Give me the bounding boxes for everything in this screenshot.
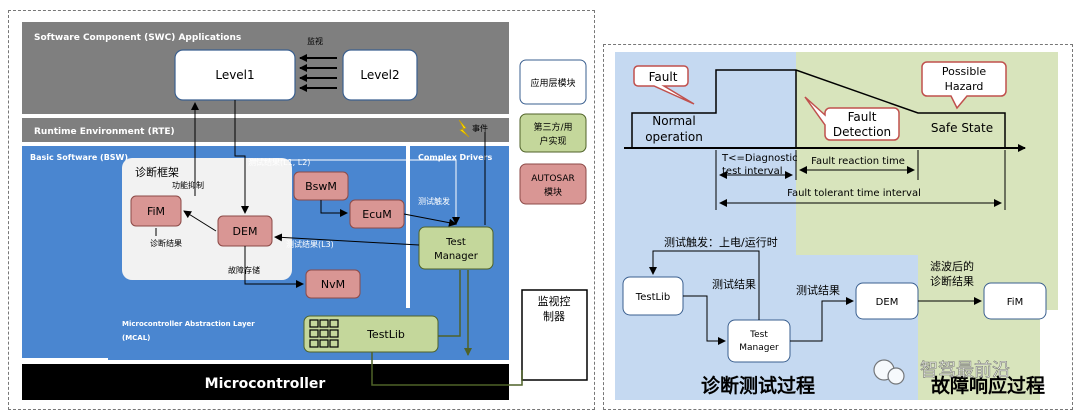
level2-box (342, 49, 418, 101)
normal-operation-line1: Normal (652, 114, 695, 128)
architecture-arrows (155, 100, 486, 288)
legend-autosar-line1: AUTOSAR (531, 174, 575, 184)
nvm-box (305, 269, 361, 299)
level1-label: Level1 (215, 68, 254, 82)
mcal-title-line2: (MCAL) (122, 334, 150, 342)
diag-interval-line2: test interval (722, 166, 783, 177)
fault-label: Fault (649, 70, 678, 84)
legend-third-party-line2: 户实现 (539, 135, 566, 147)
diag-process-title: 诊断测试过程 (701, 374, 815, 397)
diag-interval-line1: T<=Diagnostic (721, 153, 798, 164)
fim-label: FiM (147, 205, 165, 218)
test-result-label-2: 测试结果 (796, 284, 840, 297)
legend-app-label: 应用层模块 (530, 77, 575, 89)
fim-node (983, 282, 1047, 320)
swc-title: Software Component (SWC) Applications (34, 33, 241, 43)
safe-state-label: Safe State (931, 121, 993, 135)
fault-reaction-label: Fault reaction time (811, 156, 905, 167)
testlib-label: TestLib (366, 328, 405, 341)
dem-label: DEM (233, 225, 258, 238)
test-manager-line2: Manager (434, 251, 479, 262)
level2-label: Level2 (360, 68, 399, 82)
normal-operation-line2: operation (645, 130, 703, 144)
test-manager-node-line1: Test (749, 330, 768, 340)
legend-app-box (519, 59, 587, 105)
fault-store-label: 故障存储 (228, 265, 260, 275)
fault-process-title: 故障响应过程 (931, 374, 1045, 397)
complex-drivers-title: Complex Drivers (418, 153, 492, 162)
test-result-l3-label: 测试结果(L3) (286, 239, 334, 249)
process-arrows (649, 250, 982, 345)
trigger-label: 测试触发：上电/运行时 (664, 235, 778, 249)
fault-detection-line1: Fault (848, 110, 877, 124)
filtered-result-line1: 滤波后的 (930, 259, 974, 273)
fault-detection-line2: Detection (833, 125, 891, 139)
lightning-icon (458, 119, 470, 138)
legend-third-party-box (519, 113, 587, 153)
rte-title: Runtime Environment (RTE) (34, 127, 175, 137)
testlib-node-label: TestLib (635, 292, 670, 303)
monitor-controller-line1: 监视控 (538, 294, 571, 308)
ecum-label: EcuM (362, 208, 391, 221)
test-manager-box (418, 226, 494, 270)
dem-node-label: DEM (876, 297, 899, 308)
testlib-connectors (371, 270, 523, 386)
fault-detection-callout (804, 96, 900, 141)
diag-framework-title: 诊断框架 (135, 165, 179, 179)
interval-markers (715, 150, 1006, 210)
diag-framework-box (122, 158, 292, 280)
monitor-label: 监视 (307, 36, 323, 46)
fault-callout (633, 65, 695, 105)
test-manager-line1: Test (445, 237, 466, 248)
fim-node-label: FiM (1007, 297, 1023, 308)
process-frame (603, 44, 1073, 410)
test-result-label-1: 测试结果 (712, 278, 756, 291)
monitor-arrows (299, 54, 337, 92)
event-label: 事件 (472, 123, 488, 133)
fim-box (130, 195, 182, 227)
func-inhibit-label: 功能抑制 (172, 180, 204, 190)
rte-layer (22, 118, 509, 142)
microcontroller-layer (22, 364, 509, 400)
bsw-title: Basic Software (BSW) (30, 153, 128, 162)
possible-hazard-line1: Possible (942, 65, 987, 78)
legend-autosar-box (519, 163, 587, 205)
diag-result-label: 诊断结果 (150, 238, 182, 248)
test-manager-node (727, 319, 791, 363)
watermark: 智驾最前沿 (873, 359, 1010, 385)
chip-grid-icon (309, 319, 339, 348)
mcal-title-line1: Microcontroller Abstraction Layer (122, 320, 255, 328)
bswm-label: BswM (305, 180, 337, 193)
watermark-text: 智驾最前沿 (920, 360, 1010, 381)
monitor-controller-line2: 制器 (543, 310, 565, 323)
monitor-controller-box (521, 289, 588, 381)
timeline (624, 69, 1026, 152)
possible-hazard-callout (921, 61, 1007, 110)
nvm-label: NvM (321, 278, 345, 291)
legend-third-party-line1: 第三方/用 (533, 121, 572, 133)
microcontroller-label: Microcontroller (205, 376, 326, 392)
test-manager-node-line2: Manager (739, 343, 779, 353)
possible-hazard-line2: Hazard (945, 80, 984, 93)
test-trigger-label: 测试触发 (418, 196, 450, 206)
filtered-result-line2: 诊断结果 (930, 274, 974, 288)
test-result-l12-label: 测试结果(L1, L2) (248, 157, 310, 167)
legend-autosar-line2: 模块 (544, 186, 562, 198)
fault-tolerant-label: Fault tolerant time interval (787, 188, 921, 199)
architecture-frame (8, 10, 595, 410)
